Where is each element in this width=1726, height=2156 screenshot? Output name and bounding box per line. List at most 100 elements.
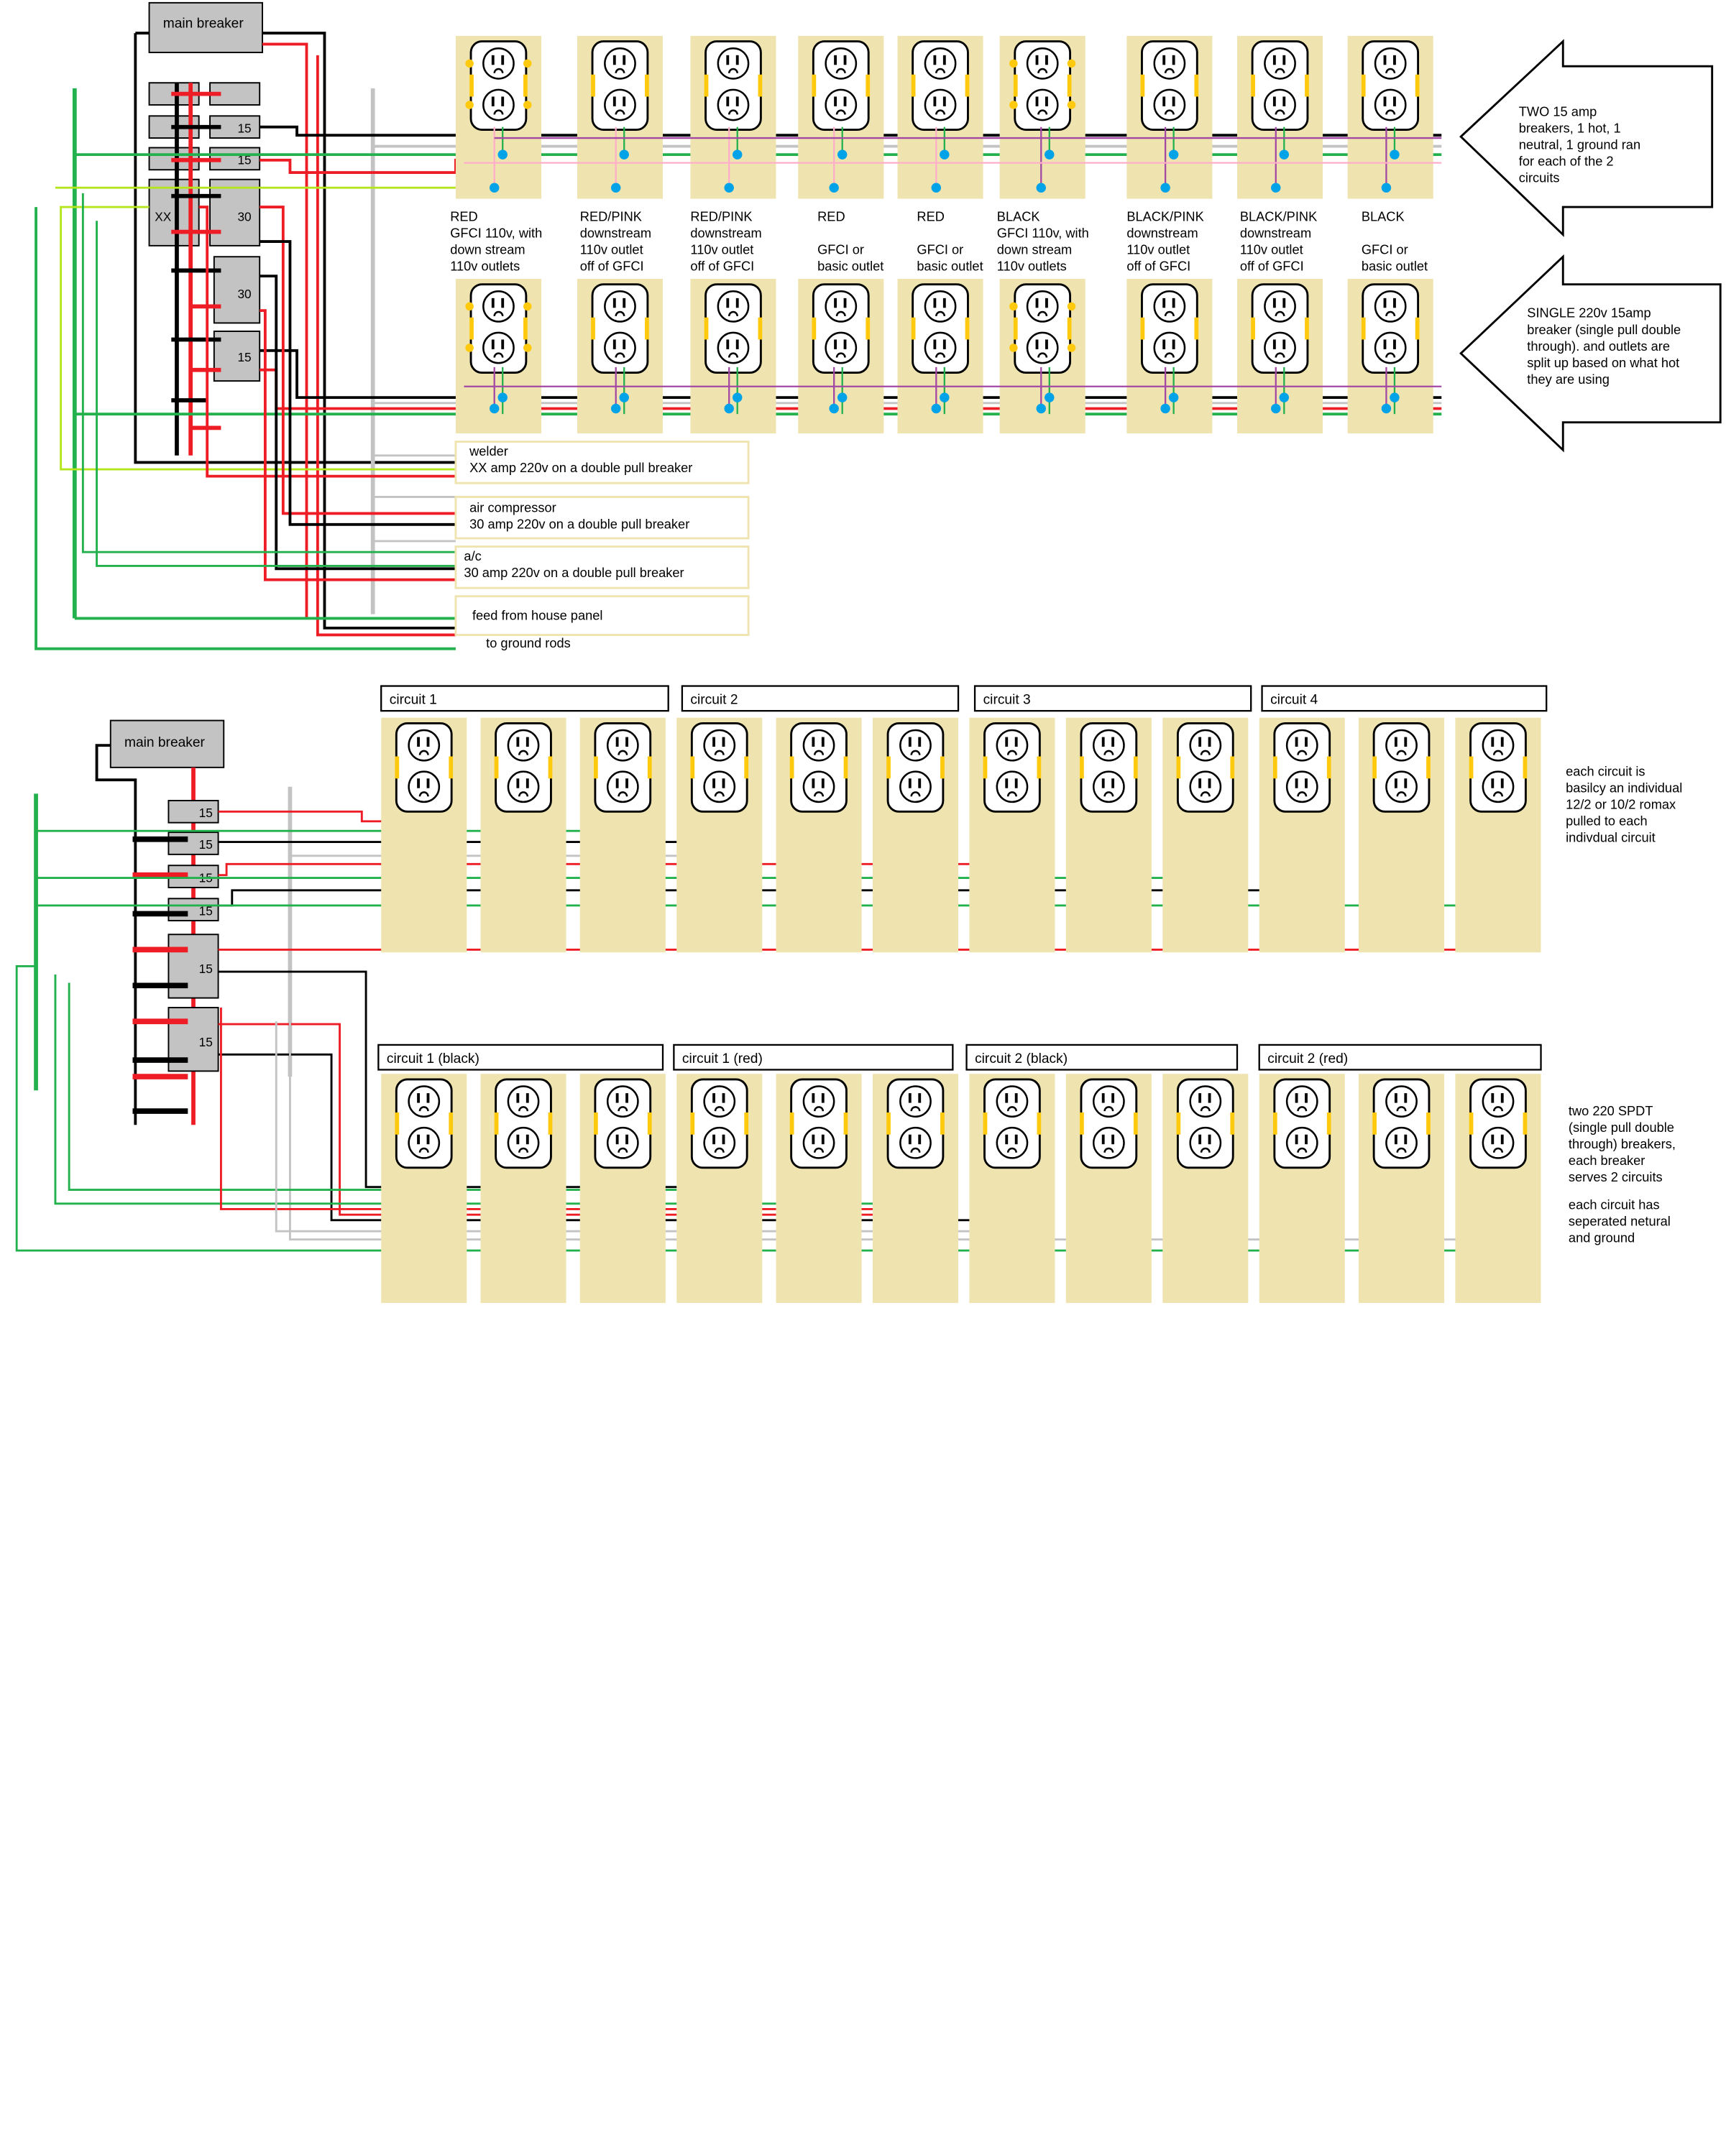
row1-header-text: GFCI or	[917, 241, 963, 257]
junction-dot	[931, 403, 942, 414]
terminal	[690, 756, 695, 779]
outlet	[798, 35, 884, 199]
row1-header-text: 110v outlet	[580, 241, 643, 257]
outlet	[1065, 1074, 1152, 1304]
load-name: air compressor	[469, 500, 556, 515]
junction-dot	[829, 403, 839, 414]
breaker-15-c	[213, 330, 261, 382]
outlet	[676, 1074, 763, 1304]
terminal	[1140, 74, 1145, 97]
arrow2-line: split up based on what hot	[1527, 355, 1679, 370]
top-panel: main breaker 15 15 XX 30 30 15	[35, 1, 1722, 650]
terminal	[965, 317, 970, 340]
receptacle	[1026, 331, 1059, 364]
terminal	[591, 74, 595, 97]
outlet	[1455, 1074, 1541, 1304]
receptacle	[606, 729, 639, 762]
terminal	[1013, 74, 1018, 97]
terminal	[593, 756, 598, 779]
row1-header-text: basic outlet	[817, 258, 883, 273]
terminal	[1251, 74, 1255, 97]
outlet	[1455, 717, 1541, 953]
receptacle	[1285, 1085, 1318, 1118]
terminal	[1426, 756, 1431, 779]
terminal	[449, 756, 454, 779]
terminal	[812, 74, 817, 97]
junction-dot	[940, 392, 950, 402]
receptacle	[1285, 770, 1318, 803]
receptacle	[802, 1085, 835, 1118]
outlet	[872, 717, 959, 953]
terminal	[494, 1112, 499, 1135]
receptacle	[1153, 290, 1186, 323]
bottom-note-2: each circuit has seperated netural and g…	[1569, 1197, 1674, 1245]
terminal	[843, 756, 848, 779]
bottom-circuit-label: circuit 1 (red)	[673, 1044, 954, 1071]
arrow2-line: breaker (single pull double	[1527, 322, 1681, 337]
receptacle	[717, 47, 750, 80]
receptacle	[1285, 1126, 1318, 1159]
terminal	[983, 756, 988, 779]
junction-dot	[724, 403, 734, 414]
breaker-label: 30	[237, 209, 251, 224]
receptacle	[1153, 47, 1186, 80]
receptacle	[1374, 88, 1407, 121]
receptacle	[1026, 290, 1059, 323]
receptacle	[482, 88, 515, 121]
receptacle	[825, 290, 858, 323]
receptacle	[507, 1085, 540, 1118]
breaker-label: 15	[237, 153, 251, 167]
receptacle	[996, 1085, 1029, 1118]
terminal	[744, 756, 749, 779]
receptacle	[1153, 331, 1186, 364]
row1-header-text: basic outlet	[917, 258, 983, 273]
receptacle	[924, 47, 957, 80]
receptacle	[606, 1126, 639, 1159]
row1-header-text: GFCI 110v, with	[450, 225, 542, 240]
load-name: welder	[469, 443, 508, 459]
receptacle	[1264, 88, 1296, 121]
row1-header-text: down stream	[450, 241, 525, 257]
row1-header-text: RED	[917, 208, 945, 224]
receptacle	[1482, 770, 1515, 803]
receptacle	[924, 88, 957, 121]
outlet	[381, 1074, 467, 1304]
receptacle	[1285, 729, 1318, 762]
terminal	[523, 74, 528, 97]
terminal	[1080, 756, 1084, 779]
receptacle	[825, 88, 858, 121]
receptacle	[1026, 88, 1059, 121]
load-spec: feed from house panel	[472, 607, 602, 622]
breaker-30-a	[209, 178, 261, 247]
terminal	[395, 1112, 400, 1135]
outlet	[480, 717, 566, 953]
outlet	[776, 1074, 862, 1304]
outlet	[579, 717, 666, 953]
terminal	[1037, 756, 1042, 779]
receptacle	[1092, 729, 1125, 762]
breaker-stack: 15 15 XX 30 30 15	[148, 82, 261, 382]
breaker-label: XX	[155, 209, 172, 224]
receptacle	[408, 1126, 441, 1159]
outlet	[1259, 717, 1345, 953]
terminal	[1326, 1112, 1331, 1135]
outlet	[969, 717, 1055, 953]
svg-text:circuit 1 (black): circuit 1 (black)	[387, 1051, 479, 1067]
terminal	[1133, 1112, 1138, 1135]
terminal	[1230, 1112, 1235, 1135]
row1-header-text: RED	[817, 208, 845, 224]
terminal	[1251, 317, 1255, 340]
receptacle	[604, 47, 636, 80]
row1-header-text: RED/PINK	[580, 208, 642, 224]
receptacle	[996, 1126, 1029, 1159]
row1-header-text: 110v outlets	[997, 258, 1067, 273]
row1-header-text: BLACK	[997, 208, 1040, 224]
terminal	[1326, 756, 1331, 779]
receptacle	[507, 770, 540, 803]
receptacle	[717, 331, 750, 364]
arrow1-line: for each of the 2	[1519, 153, 1614, 168]
svg-text:circuit 3: circuit 3	[983, 693, 1031, 708]
outlet	[776, 717, 862, 953]
junction-dot	[489, 183, 500, 193]
svg-text:TWO 15 amp breakers, 1: TWO 15 amp breakers, 1 hot, 1 neutral, 1…	[1519, 103, 1644, 185]
